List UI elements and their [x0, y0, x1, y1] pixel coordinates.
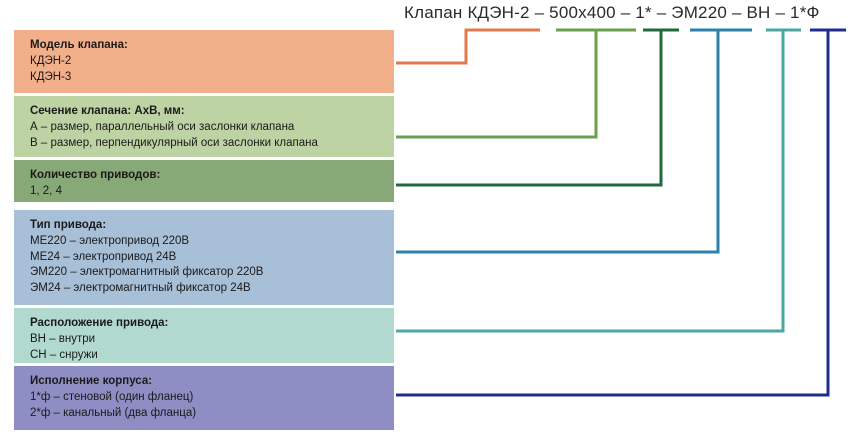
legend-box-title: Расположение привода:	[30, 317, 169, 329]
legend-box-title: Исполнение корпуса:	[30, 375, 153, 387]
legend-box-line: КДЭН-2	[30, 55, 72, 67]
legend-box-line: КДЭН-3	[30, 70, 72, 83]
legend-box-line: 2*ф – канальный (два фланца)	[30, 406, 197, 419]
legend-box-title: Модель клапана:	[30, 39, 128, 51]
legend-box-line: МЕ220 – электропривод 220В	[30, 235, 190, 247]
legend-box-title: Тип привода:	[30, 219, 107, 231]
legend-box-line: 1*ф – стеновой (один фланец)	[30, 391, 194, 403]
legend-box-body-design: Исполнение корпуса: 1*ф – стеновой (один…	[14, 366, 394, 430]
legend-box-drive-count: Количество приводов: 1, 2, 4	[14, 160, 394, 202]
legend-box-line: ЭМ220 – электромагнитный фиксатор 220В	[30, 266, 264, 278]
page-title: Клапан КДЭН-2 – 500x400 – 1* – ЭМ220 – В…	[404, 3, 820, 22]
legend-box-line: 1, 2, 4	[30, 185, 62, 197]
legend-box-line: МЕ24 – электропривод 24В	[30, 250, 177, 263]
connector-body-design	[396, 28, 846, 397]
legend-box-line: ВН – внутри	[30, 333, 96, 345]
legend-box-line: А – размер, параллельный оси заслонки кл…	[30, 121, 295, 133]
connector-valve-model	[396, 28, 540, 65]
legend-box-drive-type: Тип привода: МЕ220 – электропривод 220В …	[14, 210, 394, 305]
legend-box-valve-section: Сечение клапана: АхВ, мм: А – размер, па…	[14, 96, 394, 157]
connector-drive-count	[396, 28, 679, 187]
legend-box-title: Количество приводов:	[30, 169, 161, 181]
legend-box-valve-model: Модель клапана: КДЭН-2 КДЭН-3	[14, 30, 394, 93]
legend-box-title: Сечение клапана: АхВ, мм:	[30, 105, 185, 117]
legend-box-line: СН – снружи	[30, 348, 98, 361]
legend-box-line: ЭМ24 – электромагнитный фиксатор 24В	[30, 281, 251, 294]
legend-box-line: В – размер, перпендикулярный оси заслонк…	[30, 136, 318, 149]
connector-drive-location	[396, 28, 801, 333]
legend-box-drive-location: Расположение привода: ВН – внутри СН – с…	[14, 308, 394, 363]
connector-drive-type	[396, 28, 752, 254]
connector-valve-section	[396, 28, 636, 139]
